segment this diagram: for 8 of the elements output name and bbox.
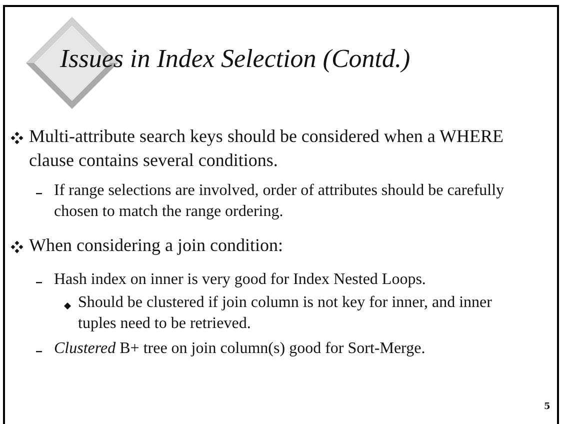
bullet-text: If range selections are involved, order of attributes should be carefully chosen to match the range ordering. xyxy=(54,181,506,222)
bullet-text: Hash index on inner is very good for Index Nested Loops. xyxy=(54,270,427,290)
bullet-text: Clustered B+ tree on join column(s) good for Sort-Merge. xyxy=(54,339,426,359)
bullet-text: Multi-attribute search keys should be considered when a WHERE clause contains several conditions. xyxy=(29,125,505,172)
page-number: 5 xyxy=(544,402,550,412)
bullet-text: When considering a join condition: xyxy=(29,234,284,257)
slide-title: Issues in Index Selection (Contd.) xyxy=(60,44,410,74)
bullet-text: Should be clustered if join column is not key for inner, and inner tuples need to be retrieved. xyxy=(78,293,493,334)
